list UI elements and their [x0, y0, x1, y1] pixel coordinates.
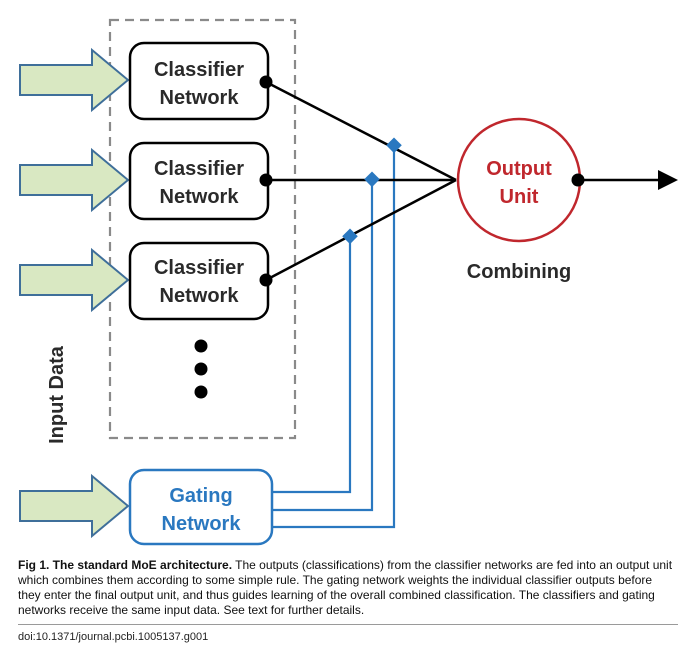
caption-title: Fig 1. The standard MoE architecture.: [18, 558, 233, 572]
gating-connections: [272, 146, 396, 529]
output-label-line1: Output: [486, 158, 552, 180]
combining-label: Combining: [467, 261, 571, 283]
caption-divider: [18, 624, 678, 625]
caption-body: The outputs (classifications) from the c…: [18, 558, 673, 617]
input-arrow-gating: [19, 473, 130, 539]
classifier-network-box: Classifier Network: [128, 41, 270, 121]
classifier-output-dots: [259, 75, 273, 287]
doi-text: doi:10.1371/journal.pcbi.1005137.g001: [18, 631, 209, 643]
more-classifiers-ellipsis: [194, 339, 208, 399]
classifier-group-container: [108, 18, 297, 440]
input-data-label: Input Data: [46, 345, 68, 444]
gating-label-line1: Gating: [169, 485, 232, 507]
output-unit: Output Unit: [456, 117, 582, 243]
classifier-label-line1: Classifier: [154, 59, 244, 81]
classifier-network-box: Classifier Network: [128, 141, 270, 221]
classifier-to-output-connections: [265, 80, 457, 282]
classifier-label-line2: Network: [160, 285, 240, 307]
classifier-label-line1: Classifier: [154, 158, 244, 180]
gating-network-box: Gating Network: [128, 468, 274, 546]
input-arrow-2: [19, 147, 130, 213]
classifier-network-box: Classifier Network: [128, 241, 270, 321]
gating-weight-diamonds: [342, 137, 402, 245]
gating-diamond: [364, 171, 380, 188]
output-label-line2: Unit: [500, 186, 539, 208]
figure-caption: Fig 1. The standard MoE architecture. Th…: [18, 558, 678, 618]
classifier-label-line2: Network: [160, 87, 240, 109]
gating-diamond: [386, 137, 402, 154]
classifier-label-line1: Classifier: [154, 257, 244, 279]
moe-architecture-diagram: Classifier Network Classifier Network Cl…: [19, 18, 678, 546]
gating-diamond: [342, 228, 358, 245]
final-output-arrowhead: [658, 170, 678, 190]
gating-label-line2: Network: [162, 513, 242, 535]
input-arrow-3: [19, 247, 130, 313]
classifier-label-line2: Network: [160, 186, 240, 208]
input-arrow-1: [19, 47, 130, 113]
